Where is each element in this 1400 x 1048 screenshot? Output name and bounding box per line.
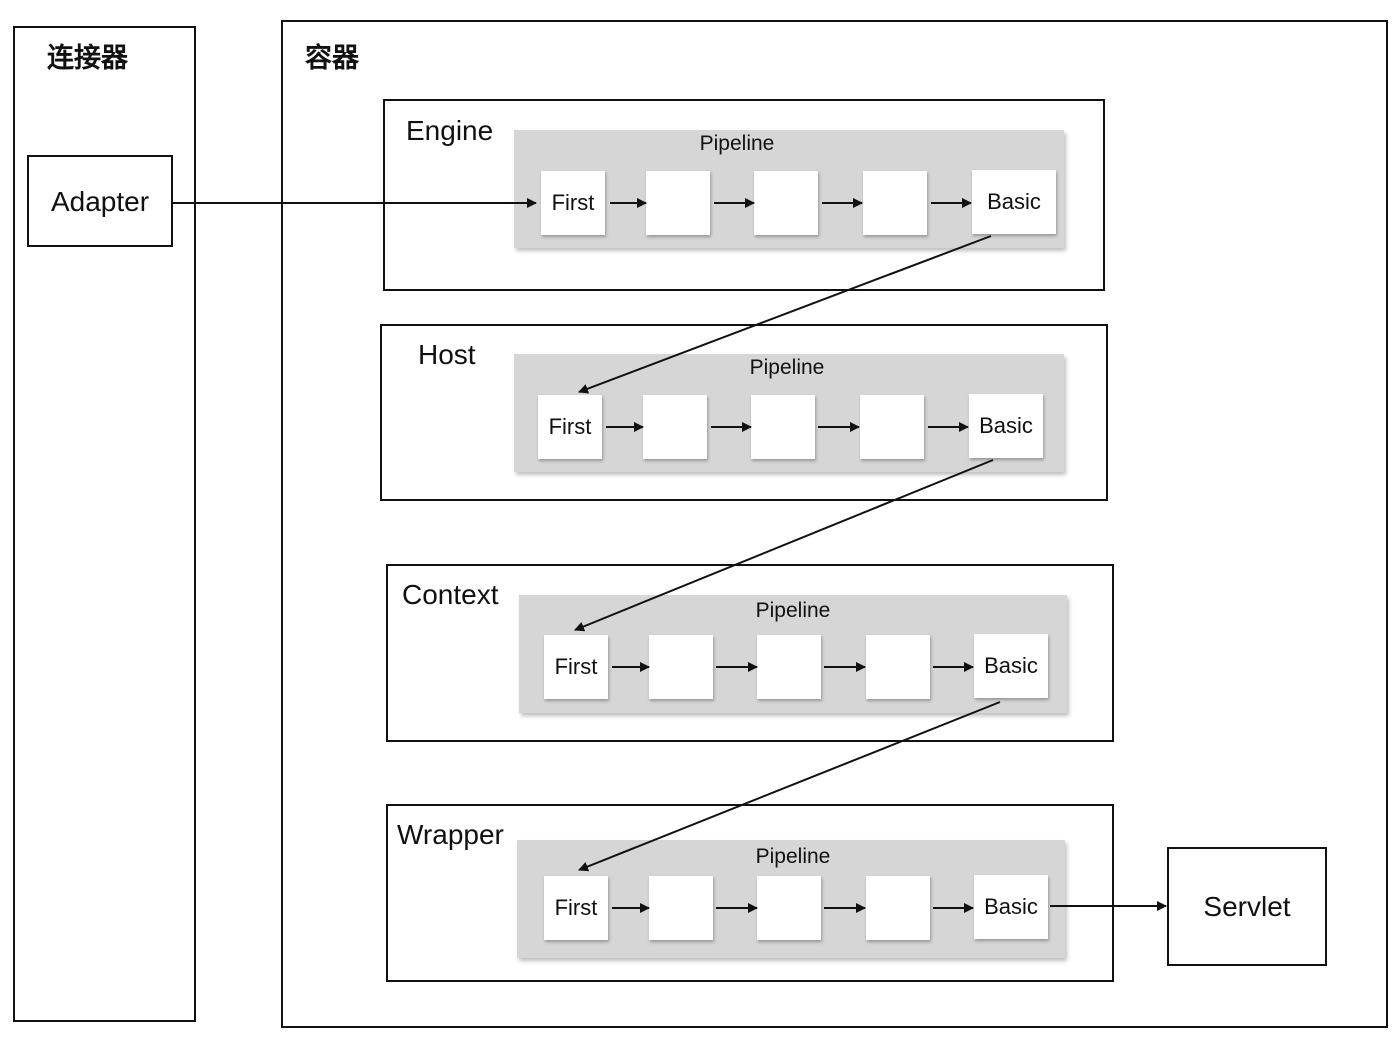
host-valve-2 (643, 395, 707, 459)
host-pipeline-label: Pipeline (749, 356, 825, 379)
engine-pipeline-label: Pipeline (699, 132, 775, 155)
wrapper-valve-2 (649, 876, 713, 940)
servlet-box (1167, 847, 1327, 966)
connector-box (13, 26, 196, 1022)
engine-valve-3 (754, 171, 818, 235)
wrapper-first-valve: First (544, 876, 608, 940)
adapter-box (27, 155, 173, 247)
engine-first-valve: First (541, 171, 605, 235)
wrapper-title: Wrapper (397, 819, 504, 850)
container-box (281, 20, 1388, 1028)
context-valve-2 (649, 635, 713, 699)
wrapper-valve-3 (757, 876, 821, 940)
host-basic-valve: Basic (969, 394, 1043, 458)
wrapper-pipeline-label: Pipeline (755, 845, 831, 868)
engine-basic-valve: Basic (972, 170, 1056, 234)
servlet-label: Servlet (1203, 891, 1291, 922)
host-valve-4 (860, 395, 924, 459)
context-basic-valve: Basic (974, 634, 1048, 698)
container-title: 容器 (305, 43, 359, 74)
engine-title: Engine (406, 115, 494, 146)
engine-valve-4 (863, 171, 927, 235)
engine-valve-2 (646, 171, 710, 235)
context-title: Context (402, 579, 499, 610)
context-valve-4 (866, 635, 930, 699)
host-valve-3 (751, 395, 815, 459)
connector-title: 连接器 (47, 43, 128, 74)
context-valve-3 (757, 635, 821, 699)
context-pipeline-label: Pipeline (755, 599, 831, 622)
context-first-valve: First (544, 635, 608, 699)
wrapper-valve-4 (866, 876, 930, 940)
host-first-valve: First (538, 395, 602, 459)
adapter-label: Adapter (50, 186, 150, 217)
host-title: Host (418, 339, 476, 370)
wrapper-basic-valve: Basic (974, 875, 1048, 939)
